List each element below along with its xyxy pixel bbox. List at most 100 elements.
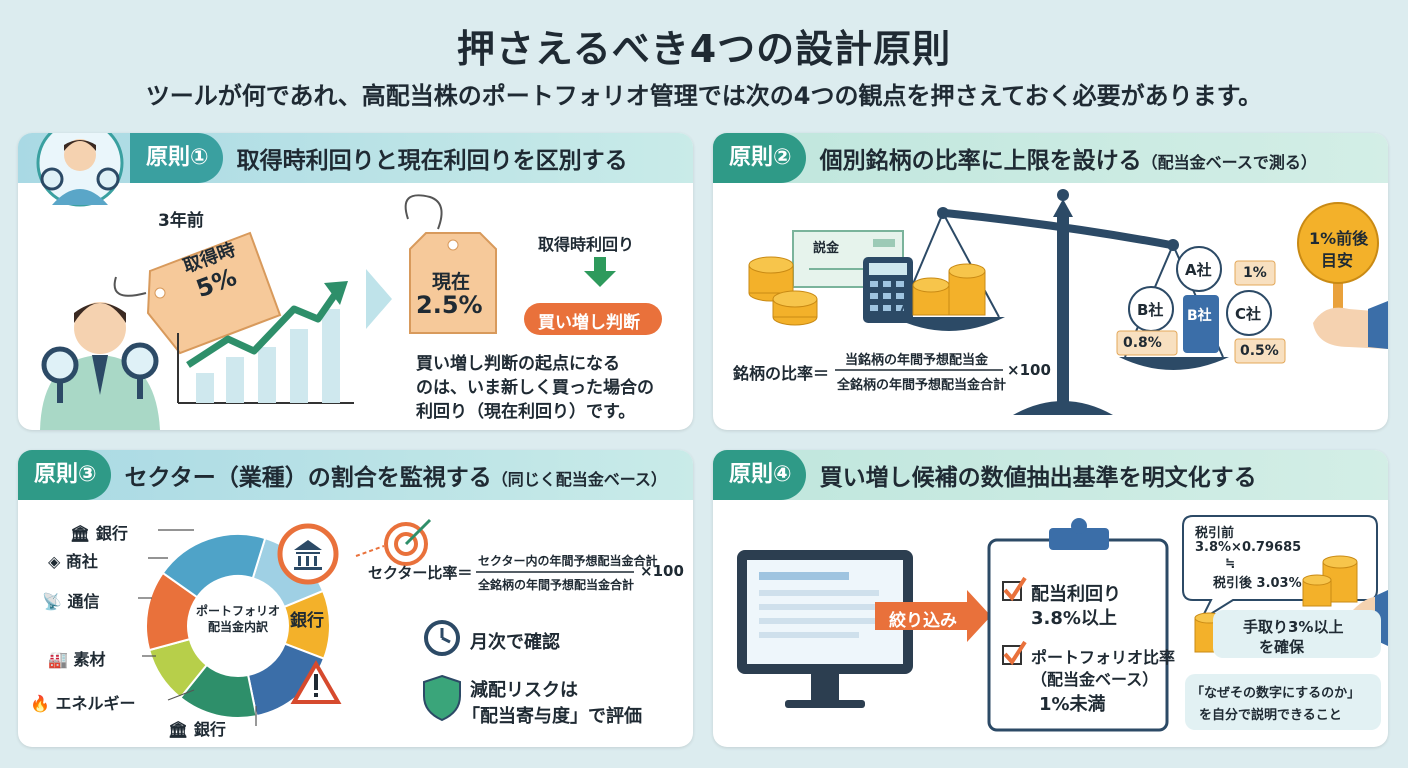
principle-2-header: 原則② 個別銘柄の比率に上限を設ける（配当金ベースで測る） [713,133,1388,183]
pct-a-box [1234,260,1276,286]
price-tag-old [113,231,282,355]
check-2-line-2: （配当金ベース） [1031,670,1159,689]
sign-line-2: 目安 [1321,251,1354,270]
donut-center-line-1: ポートフォリオ [196,604,281,618]
clock-icon [424,620,460,656]
sector-label-4: 🏭 素材 [48,650,106,669]
arrow-label: 取得時利回り [538,235,635,254]
flame-icon: 🔥 [30,694,50,713]
body-line-1: 買い増し判断の起点になる [416,354,620,374]
chevron-right-icon [366,269,392,329]
principle-1-illustration [36,133,662,430]
pct-c-label: 0.5% [1240,343,1279,359]
net-line-1: 手取り3%以上 [1243,618,1344,636]
company-b-label: B社 [1137,301,1164,319]
page-subtitle: ツールが何であれ、高配当株のポートフォリオ管理では次の4つの観点を押さえておく必… [145,82,1263,110]
principle-1-panel: 原則① 取得時利回りと現在利回りを区別する [18,133,693,430]
bank-icon: 🏛 [70,524,91,543]
tax-after: 税引後 3.03% [1213,576,1302,591]
net-line-2: を確保 [1259,638,1305,656]
target-icon [355,518,432,566]
avatar-magnifier-icon [36,133,124,207]
principle-2-tag: 原則② [713,133,806,183]
sector-donut-chart [138,518,634,726]
clipboard-icon [987,518,1169,732]
calculator-icon [863,257,913,323]
coin-stack-pan-icon [912,263,986,316]
sector-label-5: 🔥 エネルギー [30,694,136,713]
principle-4-title: 買い増し候補の数値抽出基準を明文化する [819,465,1257,491]
check-2-line-3: 1%未満 [1039,694,1106,715]
arrow-down-icon [584,257,616,287]
check-mark-1-icon [1003,576,1027,602]
principle-3-title: セクター（業種）の割合を監視する（同じく配当金ベース） [124,465,667,491]
check-1-line-2: 3.8%以上 [1031,608,1117,629]
principle-2-panel: 原則② 個別銘柄の比率に上限を設ける（配当金ベースで測る） [713,133,1388,430]
company-b-block-label: B社 [1187,308,1212,324]
body-line-3: 利回り（現在利回り）です。 [416,402,636,422]
net-income-box [1213,610,1381,658]
sector-label-2: ◈ 商社 [48,552,98,571]
donut-segment-label: 銀行 [290,611,324,631]
decision-badge-bg [524,303,662,335]
sector-formula-numerator: セクター内の年間予想配当金合計 [478,554,658,568]
check-2-line-1: ポートフォリオ比率 [1031,648,1176,667]
sector-formula-label: セクター比率＝ [368,564,473,582]
tax-calc: 3.8%×0.79685 [1195,540,1302,555]
bank-icon-2: 🏛 [168,720,189,739]
growth-bar-chart [177,281,354,404]
monthly-check: 月次で確認 [470,632,560,653]
principle-1-title: 取得時利回りと現在利回りを区別する [236,148,628,174]
pct-b-box [1116,330,1178,356]
risk-line-1: 減配リスクは [470,680,578,701]
guideline-sign-icon [1297,202,1388,349]
principle-4-panel: 原則④ 買い増し候補の数値抽出基準を明文化する [713,450,1388,747]
decision-badge: 買い増し判断 [538,313,640,333]
risk-line-2: 「配当寄与度」で評価 [462,706,642,727]
principle-3-tag: 原則③ [18,450,111,500]
coin-stack-left-icon [748,256,818,326]
antenna-icon: 📡 [42,592,62,611]
factory-icon: 🏭 [48,650,68,669]
sign-line-1: 1%前後 [1309,229,1369,248]
company-a-bubble [1176,246,1222,292]
formula-denominator: 全銘柄の年間予想配当金合計 [837,378,1007,393]
principle-2-illustration [748,189,1388,415]
explain-box [1185,674,1381,730]
formula-label: 銘柄の比率＝ [733,364,830,383]
sector-formula-multiplier: ×100 [640,562,684,580]
principle-4-tag: 原則④ [713,450,806,500]
tax-approx: ≒ [1225,556,1236,570]
formula-numerator: 当銘柄の年間予想配当金 [845,353,989,368]
trading-icon: ◈ [48,552,61,571]
sector-label-6: 🏛 銀行 [168,720,226,739]
filter-label: 絞り込み [889,611,957,631]
principle-4-illustration [737,515,1388,732]
formula-multiplier: ×100 [1007,361,1051,379]
company-c-bubble [1226,290,1272,336]
pct-b-label: 0.8% [1123,335,1162,351]
sector-label-3: 📡 通信 [42,592,100,611]
tax-before-label: 税引前 [1195,526,1235,541]
shield-icon [423,674,461,722]
explain-line-1: 「なぜその数字にするのか」 [1191,686,1361,701]
cheque-label: 説金 [813,241,840,256]
body-line-2: のは、いま新しく買った場合の [416,378,654,398]
sector-formula-denominator: 全銘柄の年間予想配当金合計 [478,578,635,592]
donut-center-line-2: 配当金内訳 [208,620,269,634]
price-tag-new [404,194,497,334]
explain-line-2: を自分で説明できること [1199,708,1342,723]
page-title: 押さえるべき4つの設計原則 [456,27,952,71]
principle-4-header: 原則④ 買い増し候補の数値抽出基準を明文化する [713,450,1388,500]
company-c-label: C社 [1235,305,1262,323]
sector-label-1: 🏛 銀行 [70,524,128,543]
principle-3-header: 原則③ セクター（業種）の割合を監視する（同じく配当金ベース） [18,450,693,500]
pct-a-label: 1% [1243,265,1267,281]
company-a-label: A社 [1185,261,1212,279]
pct-c-box [1234,338,1286,364]
check-mark-2-icon [1003,640,1027,666]
check-1-line-1: 配当利回り [1031,584,1121,605]
principle-3-panel: 原則③ セクター（業種）の割合を監視する（同じく配当金ベース） [18,450,693,747]
years-ago-label: 3年前 [158,211,204,231]
principle-2-title: 個別銘柄の比率に上限を設ける（配当金ベースで測る） [819,148,1317,174]
